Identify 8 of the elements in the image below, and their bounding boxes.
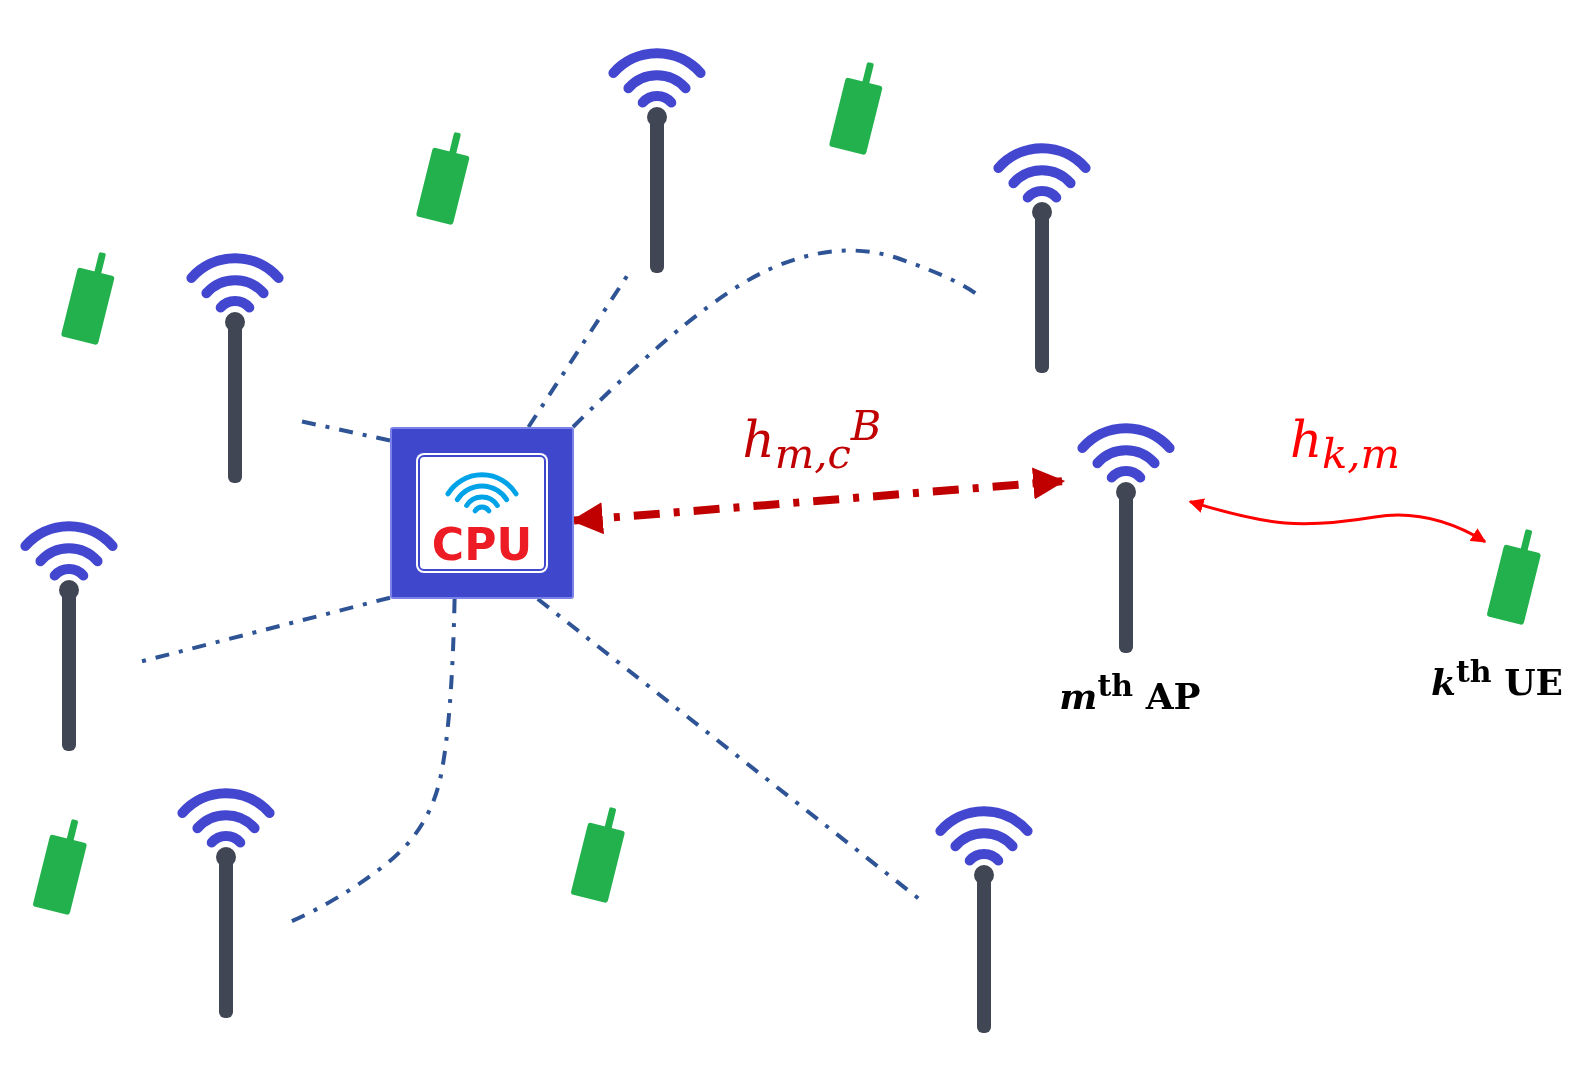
node-label: CPU [430,523,534,567]
connector [536,597,922,902]
node-caption: k$^{th}$ UE [1431,653,1563,703]
connector [1188,498,1487,543]
connector [289,598,457,924]
node-caption: m$^{th}$ AP [1059,667,1201,717]
connector [526,273,630,429]
processor-box [390,427,574,599]
